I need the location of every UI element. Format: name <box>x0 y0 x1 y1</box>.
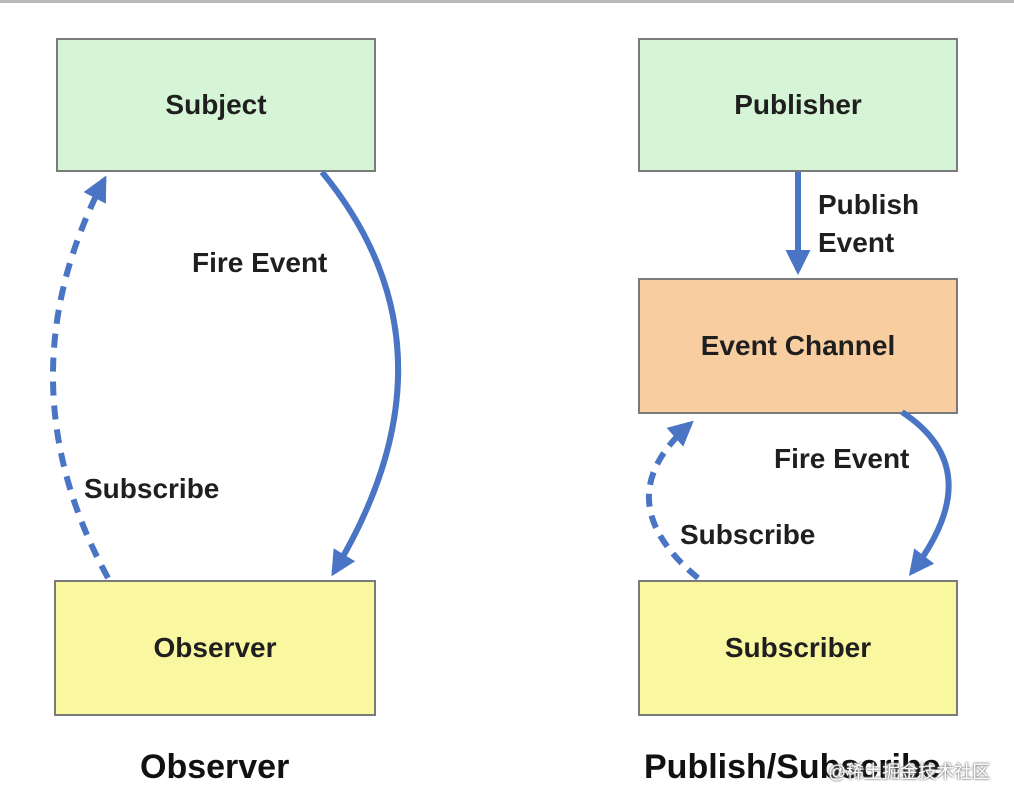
observer-fire-event-arrow <box>319 170 401 577</box>
publish-event-line2: Event <box>818 227 895 258</box>
pubsub-caption: Publish/Subscribe <box>644 748 941 786</box>
observer-subscribe-arrow <box>50 175 111 580</box>
observer-label: Observer <box>153 632 277 663</box>
top-border <box>0 0 1014 3</box>
subscriber-box: Subscriber <box>638 580 958 716</box>
subject-box: Subject <box>56 38 376 172</box>
pubsub-fire-event-arrow <box>900 409 952 577</box>
pubsub-subscribe-label: Subscribe <box>680 519 816 550</box>
pubsub-fire-event-label: Fire Event <box>774 443 910 474</box>
pubsub-subscribe-arrow <box>645 420 700 581</box>
subject-label: Subject <box>165 89 267 120</box>
event-channel-label: Event Channel <box>700 330 896 361</box>
publisher-label: Publisher <box>734 89 862 120</box>
watermark: @稀土掘金技术社区 <box>828 762 991 782</box>
publisher-box: Publisher <box>638 38 958 172</box>
observer-fire-event-label: Fire Event <box>192 247 328 278</box>
observer-caption: Observer <box>140 748 290 786</box>
subscriber-label: Subscriber <box>724 632 872 663</box>
observer-box: Observer <box>54 580 376 716</box>
event-channel-box: Event Channel <box>638 278 958 414</box>
publish-event-label: Publish Event <box>818 186 919 262</box>
observer-subscribe-label: Subscribe <box>84 473 220 504</box>
publish-event-line1: Publish <box>818 189 920 220</box>
